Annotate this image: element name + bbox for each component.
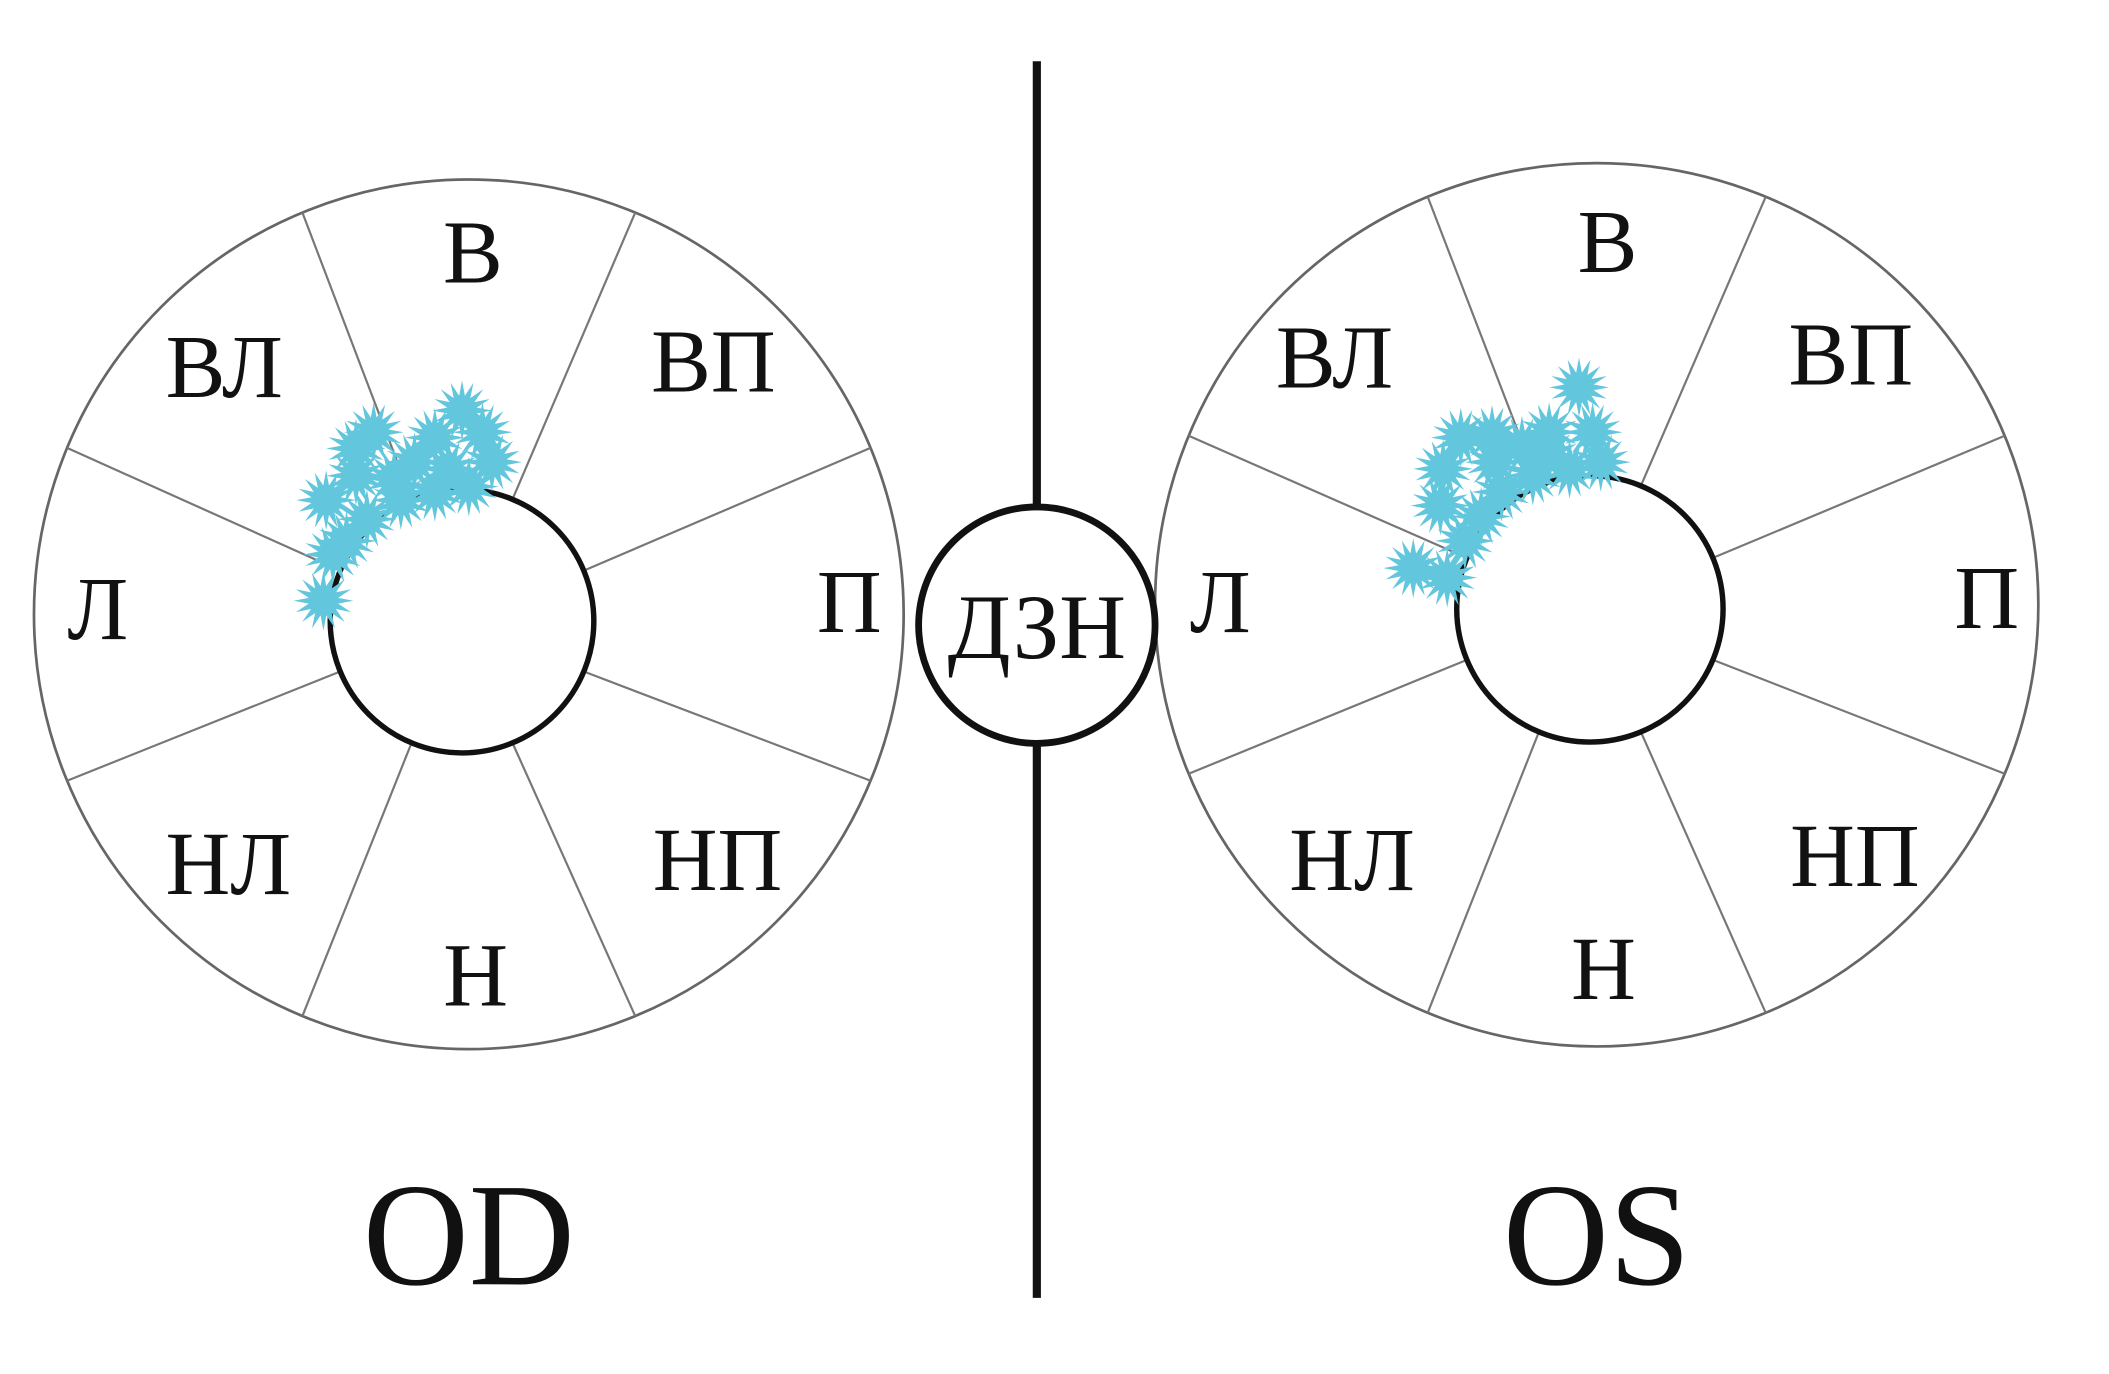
sector-divider bbox=[66, 670, 341, 782]
sector-divider bbox=[1188, 658, 1468, 775]
sector-divider bbox=[511, 742, 637, 1017]
sector-label-top: В bbox=[1578, 193, 1638, 292]
defect-marker bbox=[1410, 475, 1471, 536]
sector-divider bbox=[583, 670, 871, 782]
eye-title: OD bbox=[363, 1153, 575, 1316]
sector-label-top-right: ВП bbox=[1789, 306, 1914, 405]
defect-marker bbox=[1451, 486, 1512, 547]
optic-disc-label: ДЗН bbox=[948, 576, 1126, 678]
sector-divider bbox=[1639, 196, 1767, 487]
defect-cluster bbox=[293, 380, 522, 631]
sector-label-top-left: ВЛ bbox=[1276, 308, 1393, 407]
eye-od-chart: В ВП П НП Н НЛ Л ВЛ OD bbox=[32, 178, 906, 1316]
sector-label-bottom-right: НП bbox=[1790, 807, 1920, 906]
sector-divider bbox=[1639, 731, 1767, 1014]
defect-marker bbox=[1413, 439, 1474, 499]
sector-divider bbox=[1712, 434, 2006, 559]
sector-divider bbox=[1426, 731, 1540, 1014]
eye-title: OS bbox=[1503, 1153, 1691, 1316]
defect-marker bbox=[418, 439, 479, 499]
sector-label-bottom-right: НП bbox=[653, 811, 783, 910]
defect-marker bbox=[370, 470, 431, 531]
sector-divider bbox=[583, 446, 871, 572]
sector-label-left: Л bbox=[1190, 553, 1251, 652]
defect-marker bbox=[1519, 425, 1580, 486]
sector-divider bbox=[66, 446, 341, 572]
sector-label-bottom: Н bbox=[1571, 920, 1636, 1019]
sector-label-left: Л bbox=[67, 560, 128, 659]
optic-disc-circle bbox=[915, 503, 1159, 747]
sector-label-bottom-left: НЛ bbox=[166, 815, 292, 914]
sector-divider bbox=[1712, 658, 2006, 775]
sector-divider bbox=[511, 212, 637, 500]
defect-cluster bbox=[1383, 357, 1631, 608]
defect-marker bbox=[1417, 547, 1478, 608]
sector-divider bbox=[301, 742, 413, 1017]
defect-marker bbox=[1383, 538, 1444, 598]
sector-divider bbox=[1188, 434, 1468, 559]
sector-label-top: В bbox=[443, 204, 503, 303]
defect-marker bbox=[293, 570, 354, 631]
sector-label-bottom-left: НЛ bbox=[1289, 811, 1415, 910]
sector-label-top-left: ВЛ bbox=[166, 318, 283, 417]
defect-marker bbox=[326, 445, 386, 506]
sector-label-bottom: Н bbox=[443, 927, 508, 1026]
defect-marker bbox=[343, 402, 404, 463]
defect-marker bbox=[296, 470, 357, 531]
defect-marker bbox=[1464, 432, 1525, 492]
defect-marker bbox=[316, 511, 377, 571]
sector-label-right: П bbox=[817, 553, 882, 652]
defect-marker bbox=[1549, 357, 1609, 418]
eye-os-chart: В ВП П НП Н НЛ Л ВЛ OS bbox=[1153, 161, 2040, 1316]
sector-label-right: П bbox=[1954, 549, 2019, 648]
sector-label-top-right: ВП bbox=[651, 312, 776, 411]
